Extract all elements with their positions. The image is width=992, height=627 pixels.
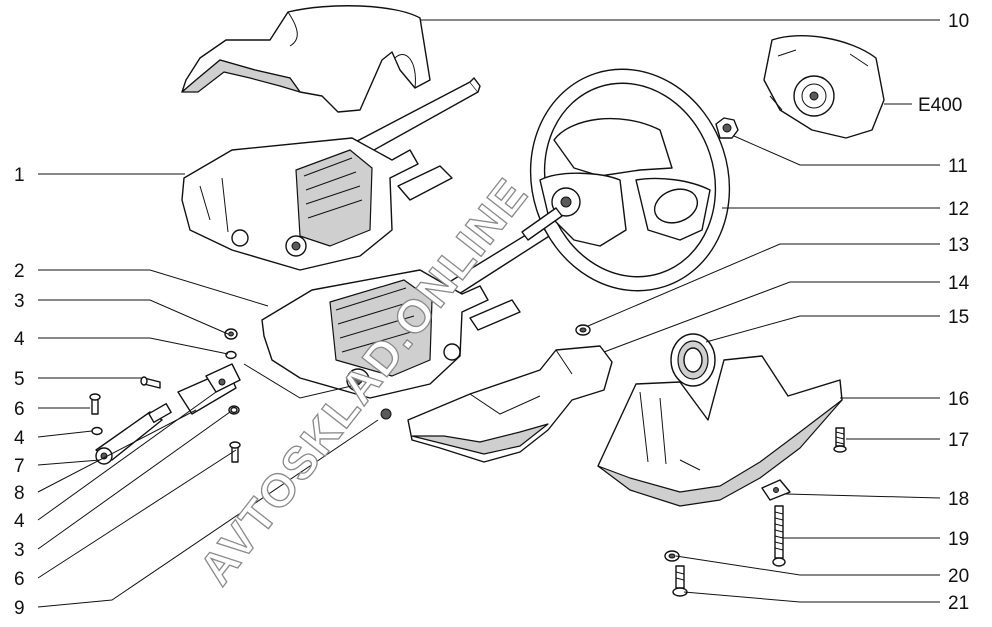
callout-labels-right: 10 E400 11 12 13 14 15 16 17 18 19 20 21: [918, 11, 970, 614]
callout-10: 10: [948, 11, 969, 32]
callout-5: 5: [14, 369, 25, 390]
callout-17: 17: [948, 430, 969, 451]
callout-9: 9: [14, 598, 25, 619]
callout-8: 8: [14, 483, 25, 504]
callout-2: 2: [14, 261, 25, 282]
callout-E400: E400: [918, 95, 962, 116]
part-21-screw: [672, 565, 688, 597]
part-E400-airbag-module: [763, 35, 885, 139]
part-13-clip: [575, 324, 591, 336]
part-10-upper-shroud: [181, 5, 431, 113]
callout-20: 20: [948, 566, 969, 587]
part-16-lower-shroud: [597, 355, 843, 507]
callout-7: 7: [14, 456, 25, 477]
callout-19: 19: [948, 529, 969, 550]
part-12-steering-wheel: [521, 68, 731, 292]
callout-6: 6: [14, 399, 25, 420]
callout-6: 6: [14, 569, 25, 590]
callout-13: 13: [948, 235, 969, 256]
callout-4: 4: [14, 428, 25, 449]
leader-lines: [37, 19, 941, 608]
callout-1: 1: [14, 165, 25, 186]
callout-3: 3: [14, 540, 25, 561]
callout-4: 4: [14, 329, 25, 350]
callout-11: 11: [948, 156, 968, 177]
part-11-nut: [715, 117, 739, 139]
callout-15: 15: [948, 307, 969, 328]
callout-14: 14: [948, 273, 970, 294]
callout-12: 12: [948, 199, 969, 220]
callout-21: 21: [948, 593, 969, 614]
part-1-column-assembly: [181, 77, 481, 271]
part-15-seal-ring: [670, 333, 716, 387]
part-18-clip: [761, 479, 791, 501]
small-fasteners-left: [89, 328, 241, 465]
callout-labels-left: 1 2 3 4 5 6 4 7 8 4 3 6 9: [14, 165, 25, 619]
part-19-screw: [772, 505, 786, 567]
part-14-lower-shroud: [407, 345, 613, 463]
callout-4: 4: [14, 511, 25, 532]
callout-16: 16: [948, 389, 969, 410]
callout-3: 3: [14, 291, 25, 312]
part-17-screw: [833, 427, 847, 453]
callout-18: 18: [948, 489, 969, 510]
